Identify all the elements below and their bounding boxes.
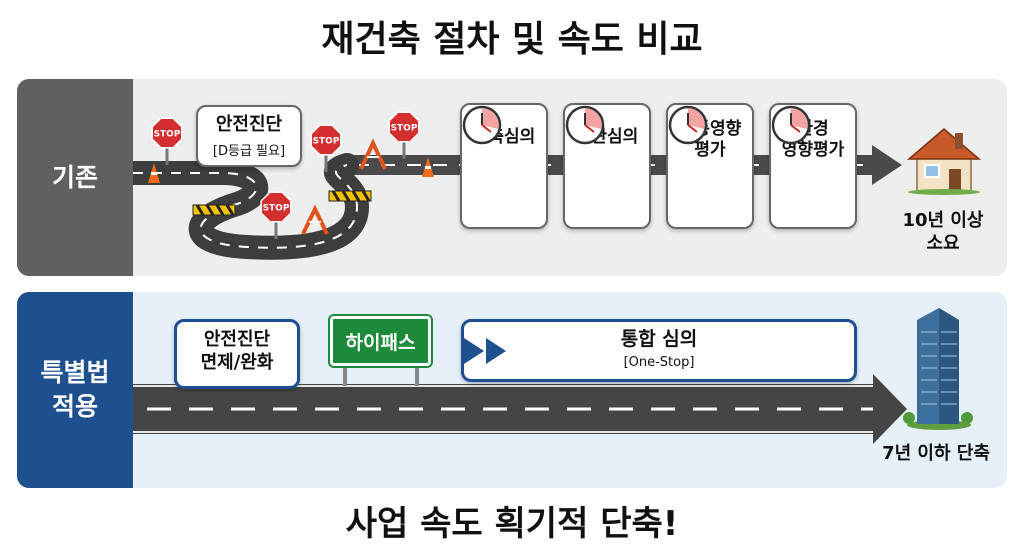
safety-check-note: [D등급 필요]	[212, 143, 286, 159]
stop-sign-icon: STOP	[260, 191, 292, 239]
safety-check-card: 안전진단 [D등급 필요]	[196, 105, 302, 167]
barricade-icon	[301, 204, 329, 235]
review-card-environment: 환경 영향평가	[769, 103, 857, 229]
stop-sign-text: STOP	[391, 124, 418, 134]
skyscraper-icon	[903, 308, 973, 430]
express-road-illustration	[133, 366, 907, 444]
review-card-traffic: 교통영향 평가	[666, 103, 754, 229]
clock-icon	[771, 105, 811, 145]
stop-sign-text: STOP	[313, 137, 340, 147]
stop-sign-text: STOP	[263, 204, 290, 214]
special-law-panel: 특별법 적용 안전진단 면제/완화 하이패스 통합 심의 [One-Stop] …	[17, 292, 1007, 488]
traffic-cone-icon	[148, 163, 160, 183]
special-law-label: 특별법 적용	[17, 292, 133, 488]
barrier-icon	[192, 204, 236, 216]
barricade-icon	[359, 138, 387, 170]
special-duration-text: 7년 이하 단축	[882, 443, 990, 464]
safety-exempt-text: 안전진단 면제/완화	[200, 329, 274, 373]
existing-label: 기존	[17, 79, 133, 276]
main-title: 재건축 절차 및 속도 비교	[321, 19, 703, 60]
barrier-icon	[328, 190, 372, 202]
stop-sign-icon: STOP	[310, 124, 342, 172]
stop-signs-group: STOP STOP STOP STOP	[151, 111, 420, 239]
review-card-landscape: 경관심의	[563, 103, 651, 229]
existing-duration-text: 10년 이상 소요	[902, 210, 984, 255]
bottom-slogan: 사업 속도 획기적 단축!	[345, 504, 679, 544]
fast-forward-icon	[464, 338, 506, 364]
road-arrow-head	[873, 374, 907, 444]
safety-check-title: 안전진단	[215, 114, 283, 135]
existing-process-panel: STOP STOP STOP STOP 기존 안전진단 [D등급 필요] 건축심의 경…	[17, 79, 1007, 276]
traffic-cone-icon	[422, 157, 434, 177]
road-arrow-head	[872, 145, 902, 185]
safety-exempt-card: 안전진단 면제/완화	[174, 319, 300, 389]
integrated-review-title: 통합 심의	[620, 328, 698, 350]
clock-icon	[668, 105, 708, 145]
stop-sign-icon: STOP	[151, 117, 183, 165]
stop-sign-icon: STOP	[388, 111, 420, 159]
clock-icon	[565, 105, 605, 145]
hipass-sign: 하이패스	[328, 314, 433, 368]
house-icon	[906, 128, 982, 195]
integrated-review-card: 통합 심의 [One-Stop]	[461, 319, 857, 382]
clock-icon	[462, 105, 502, 145]
integrated-review-note: [One-Stop]	[623, 354, 695, 370]
review-card-architecture: 건축심의	[460, 103, 548, 229]
stop-sign-text: STOP	[154, 130, 181, 140]
